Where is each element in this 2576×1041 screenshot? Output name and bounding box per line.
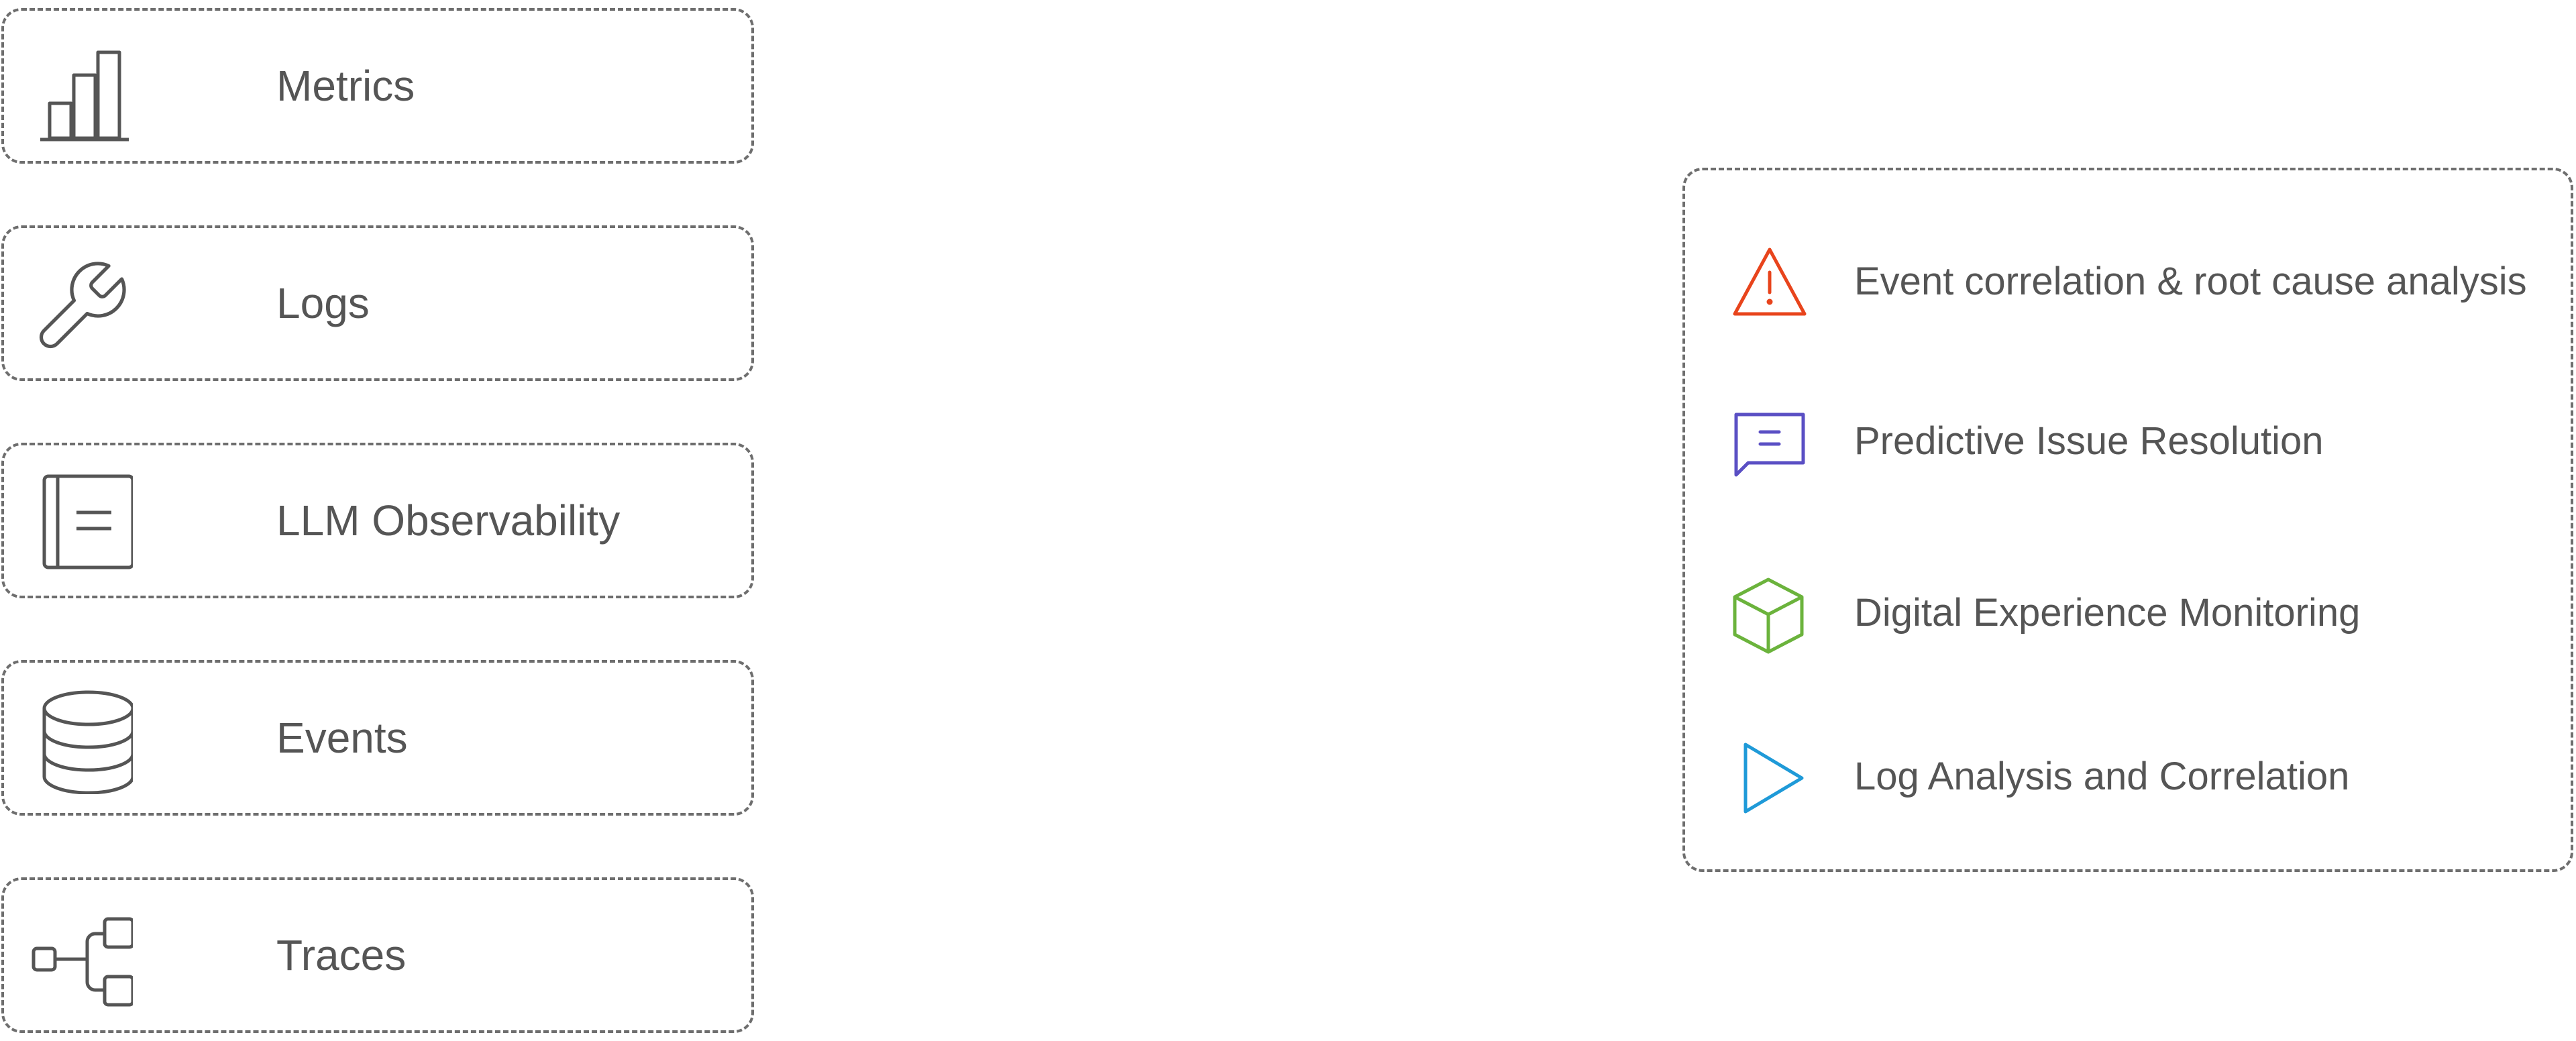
play-triangle-icon [1729,739,1810,820]
bar-chart-icon [28,38,133,142]
event-correlation-item: Event correlation & root cause analysis [1729,237,2568,325]
metrics-label: Metrics [276,62,415,110]
logs-label: Logs [276,279,370,327]
log-analysis-item: Log Analysis and Correlation [1729,732,2568,820]
predictive-issue-label: Predictive Issue Resolution [1854,419,2324,463]
events-label: Events [276,714,408,762]
database-icon [28,690,133,794]
traces-box: Traces [1,877,754,1033]
digital-experience-label: Digital Experience Monitoring [1854,590,2361,635]
traces-label: Traces [276,931,407,979]
logs-box: Logs [1,225,754,381]
wrench-icon [28,255,133,360]
llm-observability-box: LLM Observability [1,443,754,598]
chat-bubble-icon [1729,404,1810,484]
digital-experience-item: Digital Experience Monitoring [1729,569,2568,656]
warning-triangle-icon [1729,244,1810,325]
metrics-box: Metrics [1,8,754,164]
llm-observability-label: LLM Observability [276,496,621,545]
cube-icon [1729,576,1810,656]
event-correlation-label: Event correlation & root cause analysis [1854,259,2527,303]
log-analysis-label: Log Analysis and Correlation [1854,754,2350,798]
notebook-icon [28,472,133,577]
capabilities-box [1682,168,2573,872]
tree-structure-icon [28,907,133,1011]
predictive-issue-item: Predictive Issue Resolution [1729,397,2568,484]
events-box: Events [1,660,754,816]
